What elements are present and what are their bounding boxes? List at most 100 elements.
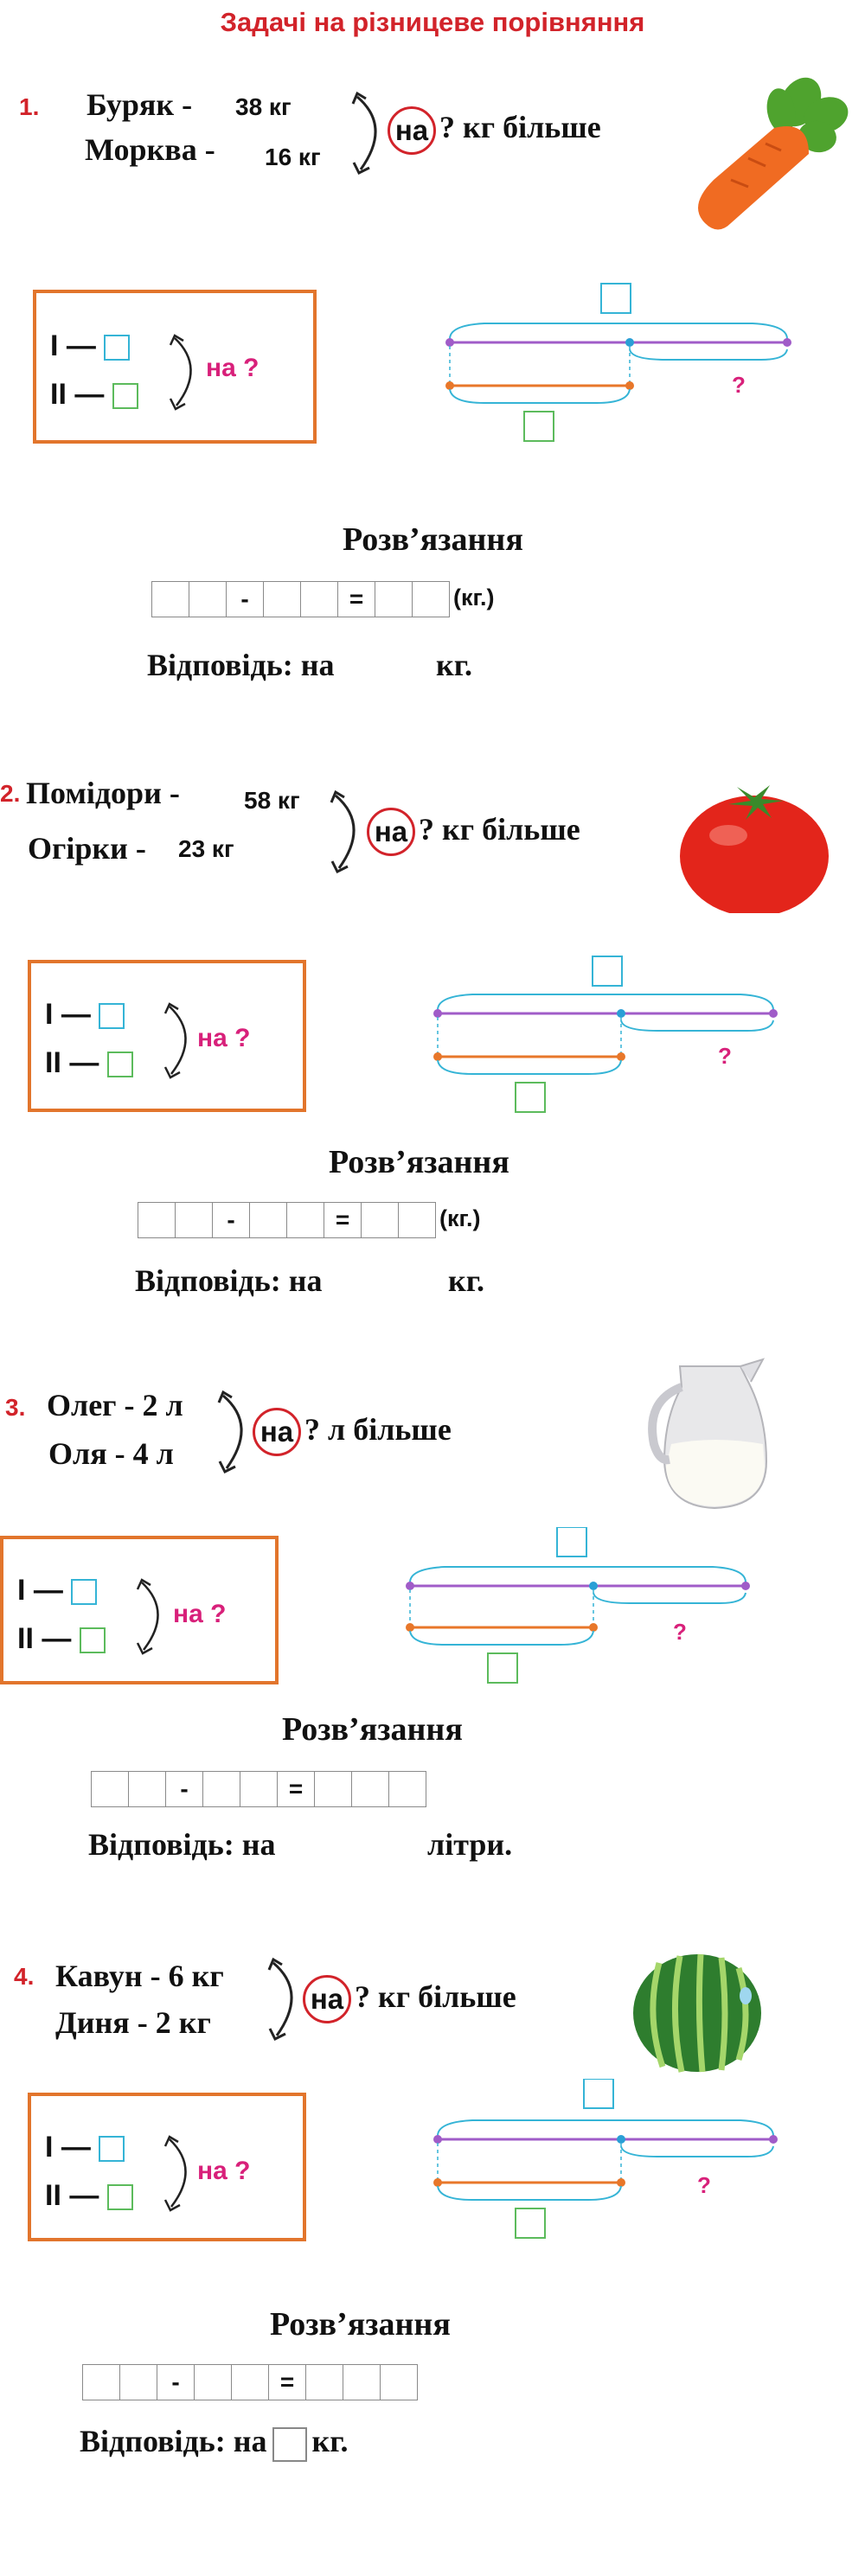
milk-jug-image (648, 1358, 768, 1510)
problem-3-scheme-box-2[interactable] (79, 1627, 106, 1654)
problem-3-grid-cell[interactable] (351, 1771, 389, 1807)
problem-3-grid-cell[interactable] (388, 1771, 426, 1807)
problem-4-scheme-arrow-icon (163, 2135, 187, 2212)
problem-4-item2-label: Диня - 2 кг (55, 2005, 211, 2040)
problem-2-grid-cell[interactable] (398, 1202, 436, 1238)
problem-2-grid-equals: = (324, 1202, 362, 1238)
problem-1-grid-cell[interactable] (375, 581, 413, 617)
problem-3-grid-cell[interactable] (314, 1771, 352, 1807)
problem-1-item2-label: Морква - (85, 132, 215, 167)
problem-1-unit-note: (кг.) (453, 585, 495, 610)
problem-3-na-circle: на (253, 1408, 301, 1456)
problem-4-grid-cell[interactable] (305, 2364, 343, 2400)
problem-2-comparison-arrow-icon (330, 789, 356, 874)
watermelon-image (633, 1953, 761, 2073)
problem-4-answer-prefix: Відповідь: на (80, 2424, 267, 2458)
problem-2-scheme-na: на ? (197, 1024, 251, 1052)
problem-1-na-circle: на (388, 106, 436, 155)
problem-4-grid-minus: - (157, 2364, 195, 2400)
problem-3-scheme-box-1[interactable] (71, 1579, 98, 1606)
problem-4-grid-cell[interactable] (231, 2364, 269, 2400)
problem-1-grid-minus: - (226, 581, 264, 617)
problem-2-answer-prefix: Відповідь: на (135, 1263, 323, 1298)
problem-1-solution-grid: - = (кг.) (151, 581, 495, 617)
problem-3-scheme-frame: І — ІІ — на ? (0, 1536, 279, 1684)
problem-1-grid-cell[interactable] (412, 581, 450, 617)
problem-4-scheme-row2-label: ІІ — (45, 2179, 99, 2212)
problem-3-grid-cell[interactable] (128, 1771, 166, 1807)
problem-3-scheme-na: на ? (173, 1600, 227, 1628)
problem-2-scheme-box-2[interactable] (106, 1051, 133, 1078)
problem-3-scheme-arrow-icon (136, 1578, 159, 1655)
problem-2-item1-label: Помідори - (26, 776, 180, 810)
problem-2-item1-value: 58 кг (244, 787, 300, 814)
problem-2-solution-heading: Розв’язання (329, 1144, 509, 1180)
problem-3-grid-cell[interactable] (240, 1771, 278, 1807)
problem-4-scheme-frame: І — ІІ — на ? (28, 2093, 306, 2241)
problem-2-grid-cell[interactable] (286, 1202, 324, 1238)
problem-2-scheme-box-1[interactable] (99, 1003, 125, 1030)
problem-2-scheme-row1-label: І — (45, 998, 91, 1031)
problem-4-solution-grid: - = (82, 2364, 418, 2400)
problem-2-grid-minus: - (212, 1202, 250, 1238)
problem-1-grid-cell[interactable] (151, 581, 189, 617)
problem-1-answer-suffix: кг. (436, 648, 473, 682)
problem-1-solution-heading: Розв’язання (343, 521, 523, 558)
problem-2-number: 2. (0, 780, 21, 807)
problem-1-diagram-question: ? (732, 372, 746, 398)
problem-1-comparison-arrow-icon (351, 91, 377, 176)
problem-4-grid-cell[interactable] (82, 2364, 120, 2400)
problem-3-grid-cell[interactable] (91, 1771, 129, 1807)
problem-4-scheme-box-2[interactable] (106, 2184, 133, 2211)
problem-1-scheme-box-1[interactable] (104, 335, 131, 361)
problem-4-grid-cell[interactable] (380, 2364, 418, 2400)
problem-4-na-circle: на (303, 1975, 351, 2023)
problem-4-grid-cell[interactable] (119, 2364, 157, 2400)
problem-4-scheme-box-1[interactable] (99, 2136, 125, 2163)
problem-4-scheme-row1-label: І — (45, 2131, 91, 2164)
problem-1-item1-value: 38 кг (235, 93, 292, 120)
problem-2-diagram-question: ? (718, 1043, 732, 1069)
problem-3-question: ? л більше (304, 1412, 452, 1447)
problem-1-scheme-box-2[interactable] (112, 383, 138, 410)
problem-1-item1-label: Буряк - (86, 87, 193, 122)
problem-1-grid-equals: = (337, 581, 375, 617)
problem-3-grid-equals: = (277, 1771, 315, 1807)
problem-1-number: 1. (19, 93, 40, 120)
problem-4-item1-label: Кавун - 6 кг (55, 1959, 224, 1993)
problem-2-scheme-row2-label: ІІ — (45, 1046, 99, 1079)
problem-2-grid-cell[interactable] (361, 1202, 399, 1238)
problem-1-scheme-na: на ? (206, 354, 260, 382)
problem-4-question: ? кг більше (355, 1979, 516, 2014)
problem-4-answer-box[interactable] (272, 2426, 307, 2462)
problem-3-answer-prefix: Відповідь: на (88, 1827, 276, 1862)
page-title: Задачі на різницеве порівняння (220, 7, 645, 37)
problem-2-solution-grid: - = (кг.) (138, 1202, 481, 1238)
problem-3-scheme-row1-label: І — (17, 1574, 63, 1607)
problem-1-grid-cell[interactable] (300, 581, 338, 617)
problem-3-number: 3. (5, 1394, 26, 1421)
problem-2-grid-cell[interactable] (138, 1202, 176, 1238)
problem-4-number: 4. (14, 1963, 35, 1990)
problem-4-solution-heading: Розв’язання (270, 2306, 451, 2343)
problem-1-grid-cell[interactable] (189, 581, 227, 617)
problem-1-item2-value: 16 кг (265, 144, 321, 170)
problem-2-question: ? кг більше (419, 812, 580, 847)
problem-1-scheme-frame: І — ІІ — на ? (33, 290, 317, 444)
problem-1-grid-cell[interactable] (263, 581, 301, 617)
problem-3-scheme-row2-label: ІІ — (17, 1622, 72, 1655)
problem-2-answer-suffix: кг. (448, 1263, 485, 1298)
problem-4-grid-cell[interactable] (194, 2364, 232, 2400)
problem-3-answer-suffix: літри. (427, 1827, 513, 1862)
problem-3-item2-label: Оля - 4 л (48, 1436, 174, 1471)
problem-2-grid-cell[interactable] (249, 1202, 287, 1238)
problem-4-grid-equals: = (268, 2364, 306, 2400)
problem-3-comparison-arrow-icon (217, 1390, 243, 1474)
problem-3-grid-cell[interactable] (202, 1771, 240, 1807)
problem-2-grid-cell[interactable] (175, 1202, 213, 1238)
problem-3-diagram-question: ? (673, 1619, 687, 1645)
problem-1-segment-diagram: ? (445, 283, 791, 442)
problem-3-grid-minus: - (165, 1771, 203, 1807)
problem-4-grid-cell[interactable] (343, 2364, 381, 2400)
